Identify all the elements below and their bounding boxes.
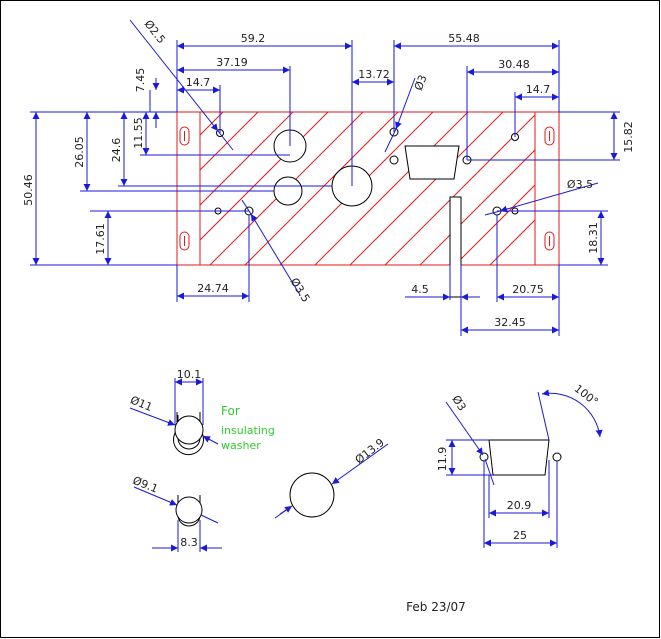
date-label: Feb 23/07 — [406, 600, 466, 614]
connector-cutout — [404, 145, 460, 180]
dim-32-45: 32.45 — [494, 316, 526, 329]
dim-dia-3-5-bottom: Ø3.5 — [288, 276, 313, 305]
dim-26-05: 26.05 — [73, 136, 86, 168]
note-line-3: washer — [221, 439, 261, 452]
hole-connector-left — [389, 155, 399, 165]
washer-circle-11 — [174, 415, 204, 445]
hole-13-9-detail — [289, 472, 335, 518]
dim-20-9: 20.9 — [507, 499, 532, 512]
dim-24-74: 24.74 — [197, 282, 229, 295]
dim-dia-9-1: Ø9.1 — [131, 474, 160, 496]
dim-angle-100: 100° — [572, 382, 601, 409]
plate-holes — [214, 127, 519, 216]
washer-circle-9-1 — [175, 496, 203, 524]
dim-20-75: 20.75 — [512, 283, 544, 296]
dim-10-1: 10.1 — [177, 368, 202, 381]
dim-37-19: 37.19 — [216, 56, 248, 69]
detail-dimension-lines — [129, 378, 603, 552]
dim-25: 25 — [513, 529, 527, 542]
dim-55-48: 55.48 — [448, 32, 480, 45]
plate-outline — [176, 111, 560, 266]
dim-24-6: 24.6 — [110, 138, 123, 163]
dim-17-61: 17.61 — [94, 223, 107, 255]
main-plate — [176, 111, 560, 298]
dim-14-7-right: 14.7 — [526, 83, 551, 96]
dim-13-72: 13.72 — [358, 68, 390, 81]
dim-8-3: 8.3 — [180, 536, 198, 549]
dim-dia-11: Ø11 — [128, 393, 154, 414]
connector-detail — [488, 439, 550, 476]
dim-14-7-left: 14.7 — [186, 76, 211, 89]
detail-shapes — [173, 412, 562, 527]
dim-30-48: 30.48 — [498, 58, 530, 71]
detail-circles — [174, 415, 204, 524]
dim-dia-3: Ø3 — [412, 73, 430, 92]
main-dimension-lines — [30, 19, 620, 336]
dim-dia-2-5: Ø2.5 — [142, 18, 168, 47]
dim-18-31: 18.31 — [587, 222, 600, 254]
note-line-1: For — [221, 404, 240, 418]
flange-slots — [179, 126, 555, 251]
washer-detail-1 — [177, 415, 201, 450]
dim-15-82: 15.82 — [622, 121, 635, 153]
slot-cutout — [449, 196, 462, 298]
dim-dia-13-9: Ø13.9 — [353, 436, 387, 467]
note-line-2: insulating — [221, 424, 275, 437]
connector-hole-left — [479, 452, 489, 462]
dim-11-55: 11.55 — [132, 117, 145, 149]
dim-59-2: 59.2 — [241, 32, 266, 45]
dim-dia-3-5-right: Ø3.5 — [567, 178, 593, 191]
dim-4-5: 4.5 — [411, 283, 429, 296]
main-dimension-text: 59.2 55.48 37.19 14.7 13.72 30.48 14.7 7… — [22, 18, 635, 329]
connector-hole-right — [552, 452, 562, 462]
dim-11-9: 11.9 — [436, 447, 449, 472]
dim-50-46: 50.46 — [22, 174, 35, 206]
hole-large-bottom — [273, 176, 303, 206]
dim-7-45: 7.45 — [134, 68, 147, 93]
